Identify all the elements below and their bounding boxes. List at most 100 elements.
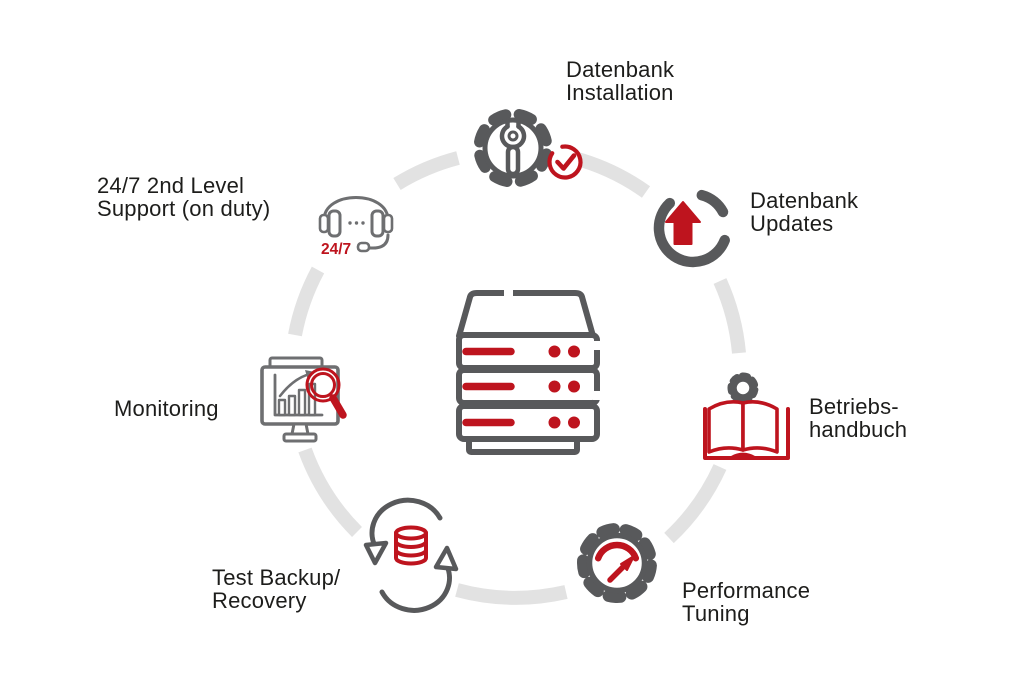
wrench-jaws	[505, 119, 521, 129]
label-line: handbuch	[809, 417, 908, 442]
ring-arc	[455, 583, 568, 605]
server-led	[568, 345, 580, 358]
chart-axes	[273, 373, 324, 417]
label-line: Monitoring	[114, 396, 219, 421]
magnifier	[305, 367, 347, 419]
label-line: 24/7 2nd Level	[97, 173, 245, 198]
wrench-handle	[505, 144, 521, 177]
magnifier-handle	[329, 394, 347, 419]
cycle-ring	[288, 151, 746, 605]
ear-cup-right	[370, 209, 385, 238]
server-top	[456, 290, 596, 339]
label-support: 24/7 2nd Level Support (on duty)	[97, 174, 270, 220]
book-page-right	[741, 400, 779, 454]
db-ring	[394, 539, 428, 549]
gear-wrench-check-icon	[473, 108, 583, 188]
label-line: Recovery	[212, 588, 307, 613]
sync-arc-bottom	[379, 561, 452, 613]
speech-dots	[348, 221, 365, 225]
label-performance-tuning: Performance Tuning	[682, 579, 810, 625]
gear-teeth	[473, 108, 553, 188]
server-unit	[456, 403, 600, 442]
label-line: Support (on duty)	[97, 196, 271, 221]
badge-24-7: 24/7	[321, 241, 351, 258]
headset-icon: 24/7	[318, 196, 394, 258]
server-led	[548, 345, 561, 358]
book-cover	[703, 407, 790, 460]
database-cylinder	[394, 525, 428, 566]
magnifier-ring-inner	[310, 372, 336, 398]
bar-chart	[273, 370, 324, 417]
sync-arrowhead-up	[433, 545, 459, 572]
label-line: Betriebs-	[809, 394, 899, 419]
label-line: Installation	[566, 80, 674, 105]
gear-teeth	[577, 523, 657, 603]
mic-capsule	[356, 241, 371, 253]
label-line: Updates	[750, 211, 834, 236]
label-line: Tuning	[682, 601, 750, 626]
stroke-gap	[504, 289, 513, 297]
wrench-hole	[507, 130, 519, 142]
gauge-gear-icon	[577, 523, 657, 603]
server-led	[548, 416, 561, 429]
ring-arc	[572, 151, 651, 198]
circle-arc-short	[696, 189, 729, 218]
server-rack-icon	[456, 289, 602, 455]
label-datenbank-installation: Datenbank Installation	[566, 58, 674, 104]
ring-arc	[664, 464, 727, 544]
mic-boom	[367, 233, 390, 250]
label-datenbank-updates: Datenbank Updates	[750, 189, 858, 235]
ring-arc	[288, 266, 325, 337]
chart-magnifier-monitor-icon	[260, 356, 347, 443]
server-led	[548, 380, 561, 393]
ring-arc	[298, 447, 363, 537]
dot	[354, 221, 359, 225]
headband	[322, 196, 390, 222]
server-led	[568, 380, 580, 393]
label-line: Datenbank	[566, 57, 675, 82]
ear-cup-left	[327, 209, 342, 238]
label-line: Performance	[682, 578, 811, 603]
label-monitoring: Monitoring	[114, 397, 219, 420]
chart-bar	[277, 398, 287, 417]
chart-bar	[287, 394, 297, 417]
gear-teeth	[727, 372, 759, 404]
magnifier-ring-outer	[305, 367, 341, 403]
wrench-glyph	[499, 119, 527, 177]
label-test-backup-recovery: Test Backup/ Recovery	[212, 566, 340, 612]
ring-arc	[393, 151, 460, 191]
up-arrow	[665, 201, 701, 245]
circle-arc-long	[653, 197, 730, 268]
sync-arrowhead-down	[363, 540, 389, 566]
label-betriebshandbuch: Betriebs- handbuch	[809, 395, 907, 441]
gear-body	[733, 378, 753, 398]
db-ring	[394, 548, 428, 558]
sync-arc-top	[369, 497, 443, 551]
label-line: Test Backup/	[212, 565, 341, 590]
ring-arc	[713, 278, 746, 354]
server-leds	[462, 345, 580, 429]
gauge-arc	[594, 541, 640, 562]
dot	[361, 221, 365, 225]
book-curl	[729, 452, 757, 460]
db-top	[394, 525, 428, 541]
gauge-needle-tip	[620, 555, 635, 571]
label-line: Datenbank	[750, 188, 859, 213]
stroke-gap	[593, 341, 602, 350]
checkmark	[555, 153, 577, 171]
book-page-left	[707, 400, 745, 454]
stroke-gap	[593, 391, 602, 400]
handbook-gear-icon	[703, 372, 790, 460]
sync-database-icon	[363, 497, 459, 613]
monitor-base	[282, 432, 318, 443]
ear-cup-left-outer	[318, 213, 330, 234]
update-arrow-circle-icon	[653, 189, 730, 268]
chart-bar	[297, 388, 307, 417]
ear-cup-right-outer	[382, 213, 394, 234]
dot	[348, 221, 352, 225]
check-badge-ring	[547, 144, 583, 180]
small-gear	[727, 372, 759, 404]
gauge-needle	[607, 563, 627, 583]
